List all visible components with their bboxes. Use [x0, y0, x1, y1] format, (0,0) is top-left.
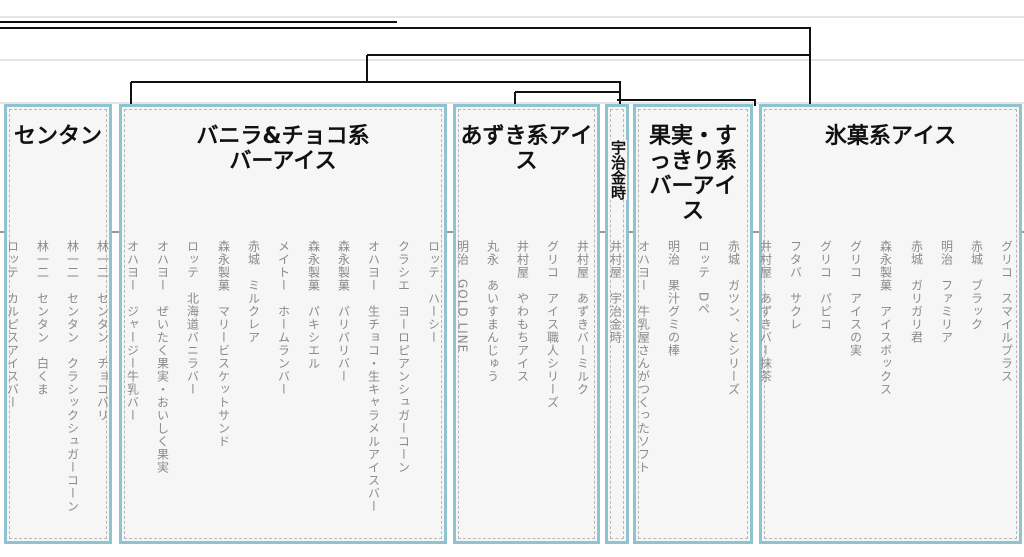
cluster-title-sentan: センタン [7, 124, 109, 149]
leaf-label: ロッテ カルピスアイスバー [5, 240, 20, 409]
leaf-label: グリコ パピコ [818, 240, 833, 331]
cluster-title-text: 氷菓系アイス [824, 124, 957, 149]
leaf-label: ロッテ Dペ [696, 240, 711, 316]
leaf-label: ロッテ 北海道バニラバー [185, 240, 200, 396]
cluster-box-hyoka [759, 104, 1022, 544]
leaf-label: 林一二 センタン チョコバリ [95, 240, 110, 422]
leaf-label: 井村屋 あずきバーミルク [575, 240, 590, 396]
leaf-label: 赤城 ガリガリ君 [909, 240, 924, 344]
cluster-box-sentan [4, 104, 112, 544]
leaf-label: グリコ アイスの実 [848, 240, 863, 357]
leaf-label: メイトー ホームランバー [276, 240, 291, 396]
cluster-inner-border [764, 109, 1017, 539]
leaf-label: オハヨー ぜいたく果実・おいしく果実 [155, 240, 170, 474]
cluster-inner-border [458, 109, 595, 539]
leaf-label: 林一二 センタン 白くま [35, 240, 50, 396]
cluster-title-text: あずき系アイス [460, 124, 593, 174]
leaf-label: 丸永 あいすまんじゅう [485, 240, 500, 383]
leaf-label: 明治 ファミリア [939, 240, 954, 344]
leaf-label: 井村屋 宇治金時 [608, 240, 623, 344]
cluster-title-uji-kintoki: 宇治金時 [609, 140, 627, 200]
cluster-title-text: バニラ&チョコ系 バーアイス [196, 124, 370, 174]
cluster-title-text: 宇治金時 [609, 140, 627, 200]
leaf-label: 井村屋 あずきバー抹茶 [758, 240, 773, 383]
cluster-title-text: センタン [13, 124, 102, 149]
cluster-inner-border [124, 109, 442, 539]
leaf-label: 森永製菓 マリービスケットサンド [216, 240, 231, 448]
cluster-inner-border [638, 109, 748, 539]
leaf-label: グリコ スマイルプラス [999, 240, 1014, 383]
leaf-label: 森永製菓 パキシエル [306, 240, 321, 370]
leaf-label: 森永製菓 アイスボックス [878, 240, 893, 396]
leaf-label: フタバ サクレ [788, 240, 803, 331]
leaf-label: 赤城 ガツン、とシリーズ [726, 240, 741, 396]
cluster-inner-border [610, 109, 624, 539]
leaf-label: オハヨー 牛乳屋さんがつくったソフト [636, 240, 651, 474]
leaf-label: クラシエ ヨーロピアンシュガーコーン [396, 240, 411, 474]
leaf-label: 赤城 ミルクレア [246, 240, 261, 344]
leaf-label: 明治 GOLD LINE [455, 240, 470, 354]
cluster-title-azuki: あずき系アイス [456, 124, 597, 174]
leaf-label: ロッテ ハーシー [426, 240, 441, 344]
leaf-label: 井村屋 やわもちアイス [515, 240, 530, 383]
cluster-box-vanilla-choco [119, 104, 447, 544]
leaf-label: グリコ アイス職人シリーズ [545, 240, 560, 409]
cluster-title-vanilla-choco: バニラ&チョコ系 バーアイス [122, 124, 444, 174]
leaf-label: 森永製菓 パリパリバー [336, 240, 351, 383]
cluster-title-fruit: 果実・すっきり系 バーアイス [636, 124, 750, 224]
leaf-label: 林一二 センタン クラシックシュガーコーン [65, 240, 80, 513]
leaf-label: オハヨー ジャージー牛乳バー [125, 240, 140, 422]
cluster-inner-border [9, 109, 107, 539]
cluster-box-azuki [453, 104, 600, 544]
leaf-label: 赤城 ブラック [969, 240, 984, 331]
cluster-title-text: 果実・すっきり系 バーアイス [648, 124, 737, 224]
leaf-label: オハヨー 生チョコ・生キャラメルアイスバー [366, 240, 381, 513]
leaf-label: 明治 果汁グミの棒 [666, 240, 681, 357]
cluster-title-hyoka: 氷菓系アイス [762, 124, 1019, 149]
